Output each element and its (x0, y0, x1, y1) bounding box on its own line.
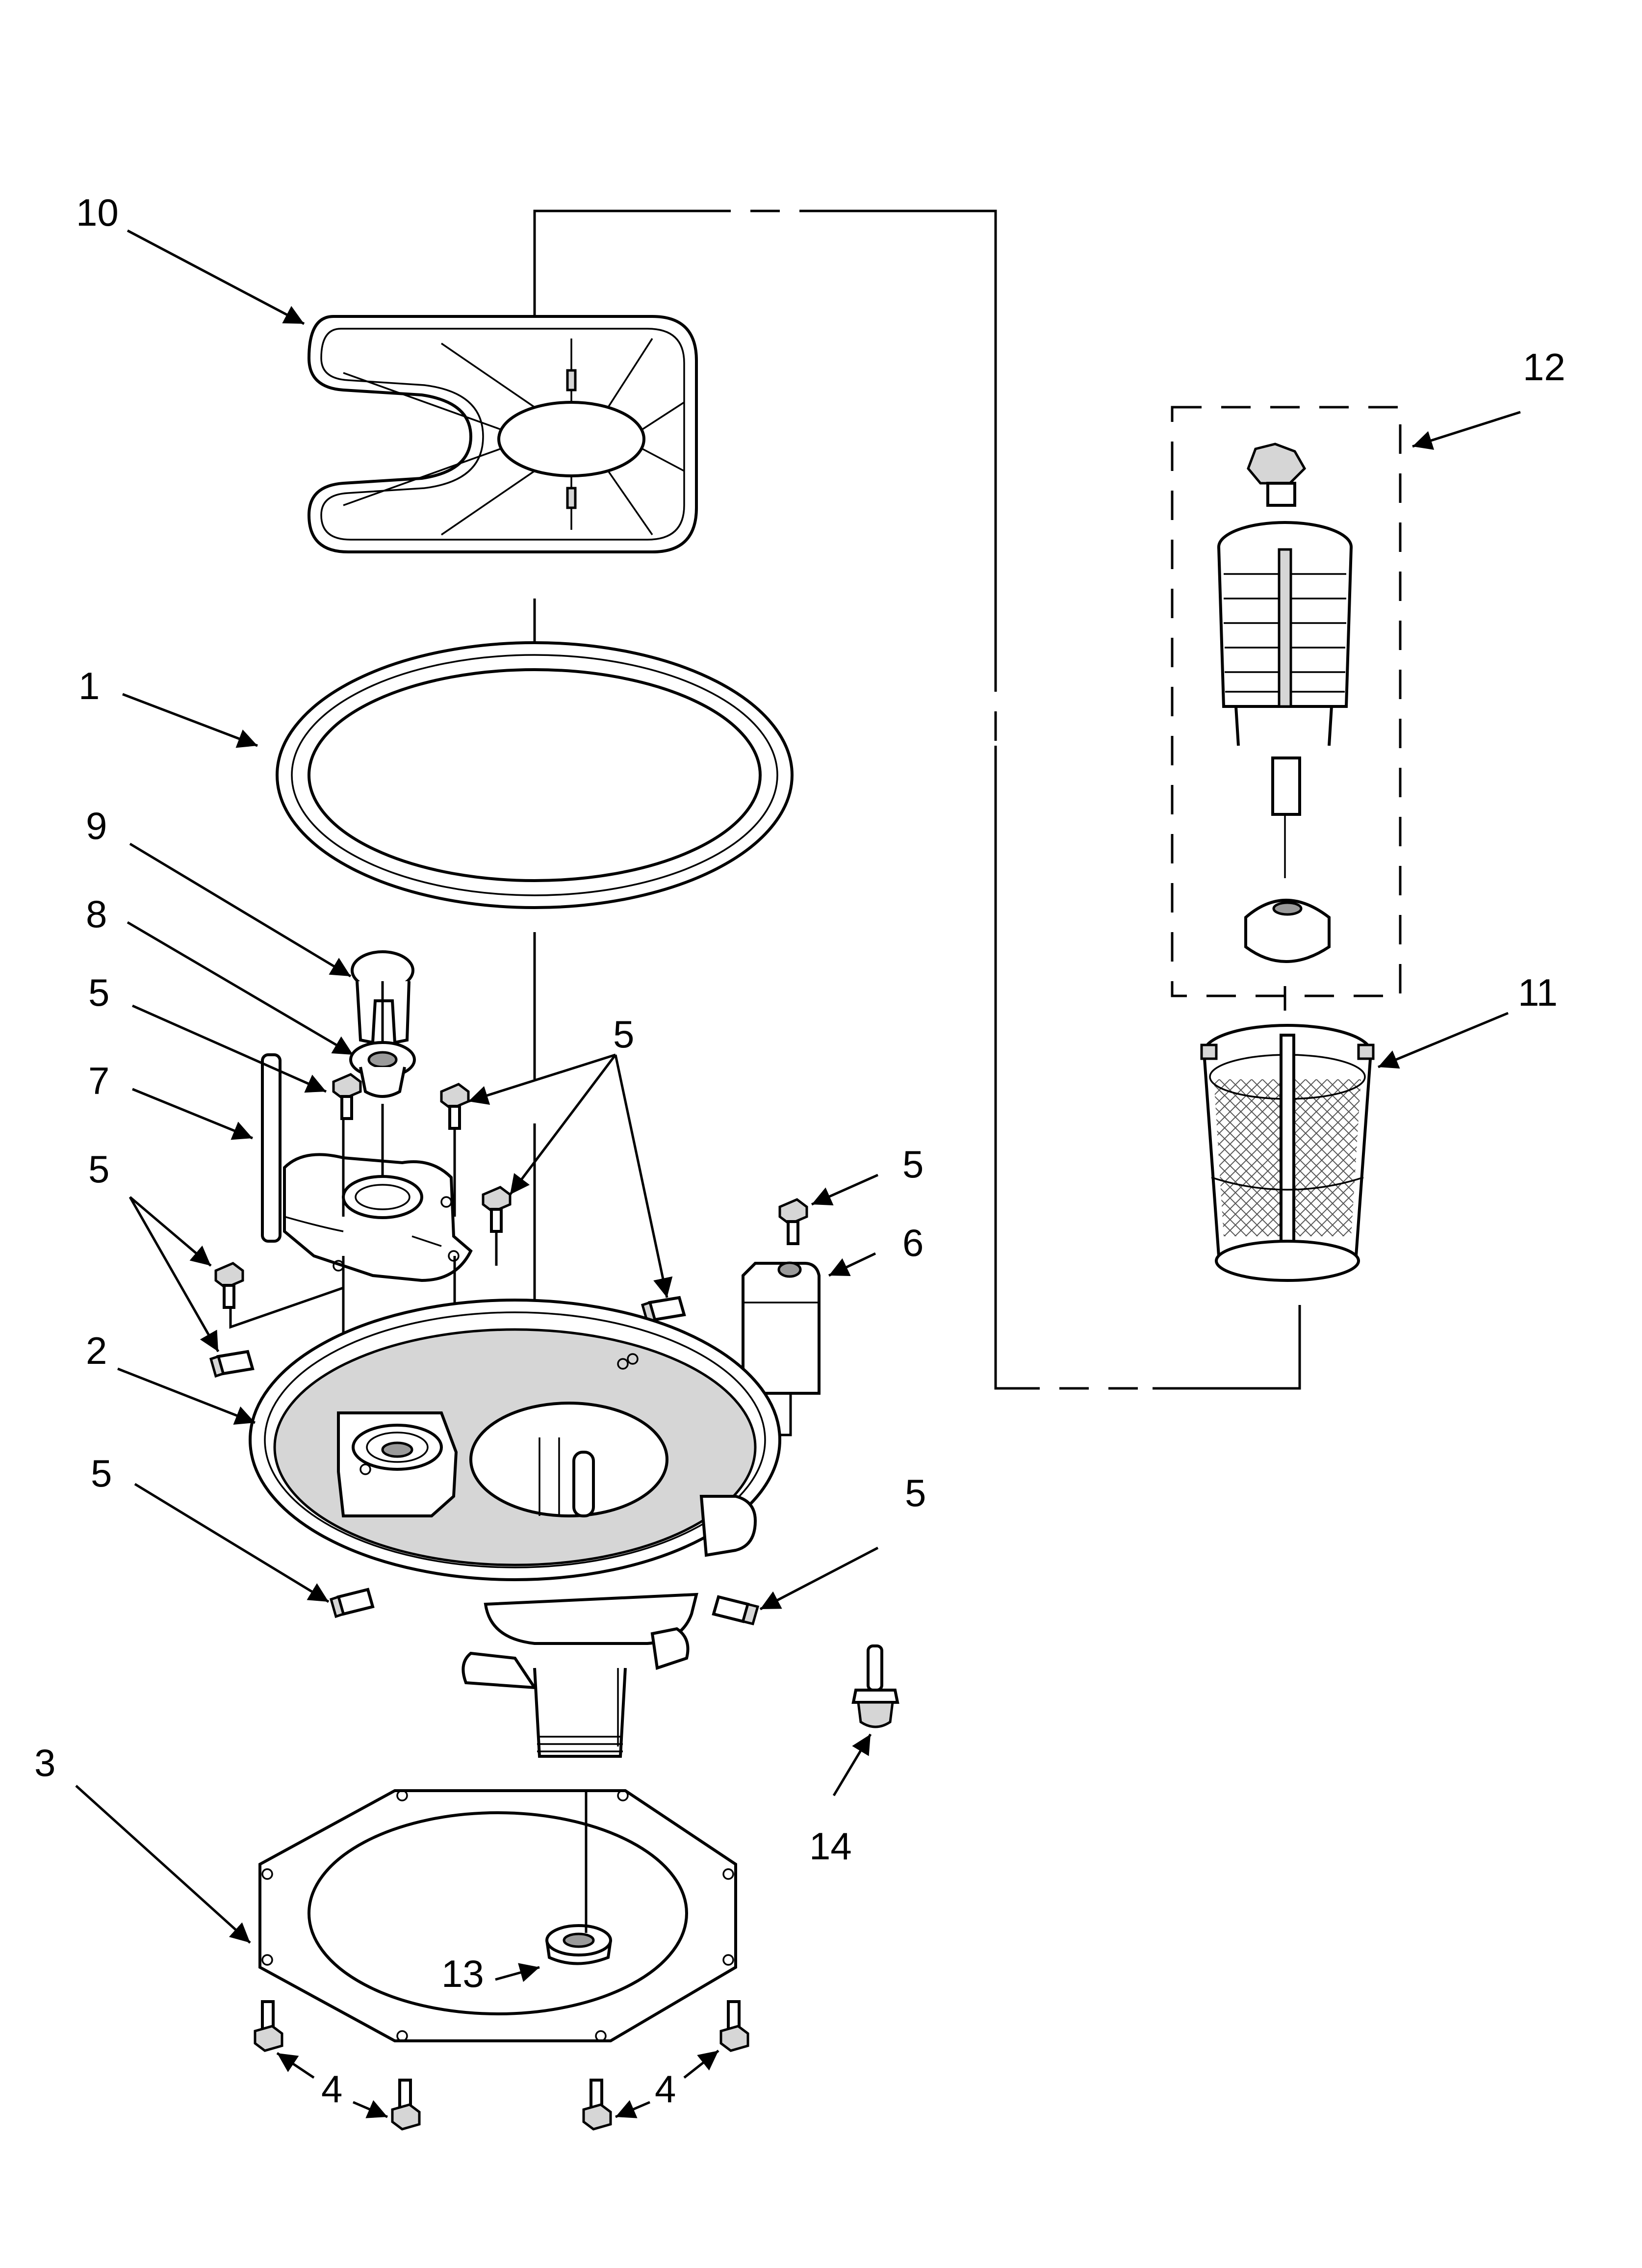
part-12-filter-assembly (1171, 406, 1402, 997)
callout-9: 9 (86, 804, 107, 847)
callout-5-e: 5 (902, 1143, 924, 1186)
part-10-shield (307, 315, 698, 553)
callout-4-b: 4 (655, 2067, 676, 2111)
callout-2: 2 (86, 1329, 107, 1372)
screw-4-right-lower (582, 2079, 612, 2131)
callout-13: 13 (441, 1952, 484, 1995)
callout-10: 10 (76, 191, 119, 234)
screw-5-bottom-left (329, 1588, 375, 1618)
part-3-base-gasket (258, 1789, 737, 2042)
callout-12: 12 (1523, 345, 1565, 389)
part-11-mesh-filter (1200, 1024, 1375, 1282)
callout-14: 14 (809, 1825, 852, 1868)
part-14-valve (851, 1644, 899, 1728)
screw-4-left-lower (391, 2079, 421, 2131)
callout-5-a: 5 (88, 971, 109, 1014)
screw-4-left-upper (254, 2000, 283, 2052)
callout-1: 1 (78, 664, 100, 707)
callout-5-b: 5 (88, 1147, 109, 1191)
screw-5-center-diag (641, 1296, 686, 1324)
callout-8: 8 (86, 892, 107, 936)
part-7-pipe-manifold (261, 1053, 473, 1282)
screw-5-left-pair-lower (209, 1350, 255, 1378)
callout-3: 3 (34, 1741, 55, 1784)
screw-5-middle (482, 1186, 512, 1266)
callout-5-c: 5 (91, 1452, 112, 1495)
screw-5-upper-right (440, 1083, 470, 1217)
screw-5-upper-left (332, 1073, 362, 1120)
part-1-ring-seal (276, 641, 794, 909)
callout-7: 7 (88, 1059, 109, 1102)
callout-5-f: 5 (905, 1471, 926, 1514)
callout-6: 6 (902, 1221, 924, 1264)
part-2-sump-basin (249, 1299, 781, 1758)
screw-5-bottom-right (712, 1595, 760, 1626)
leader-lines (75, 229, 1521, 2118)
screw-5-left-pair-upper (214, 1262, 244, 1309)
connector-bracket (533, 209, 1301, 1390)
part-6-float (687, 1261, 821, 1436)
callout-5-d: 5 (613, 1013, 634, 1056)
screw-5-right-top (778, 1198, 808, 1245)
callout-4-a: 4 (321, 2067, 342, 2111)
callout-11: 11 (1518, 971, 1558, 1014)
callout-labels: 10 1 9 8 5 7 5 2 5 5 5 6 5 12 11 3 13 14… (34, 191, 1565, 2111)
part-8-grommet (349, 981, 416, 1098)
screw-4-right-upper (719, 2000, 749, 2052)
part-13-seal-washer (545, 1791, 612, 1965)
